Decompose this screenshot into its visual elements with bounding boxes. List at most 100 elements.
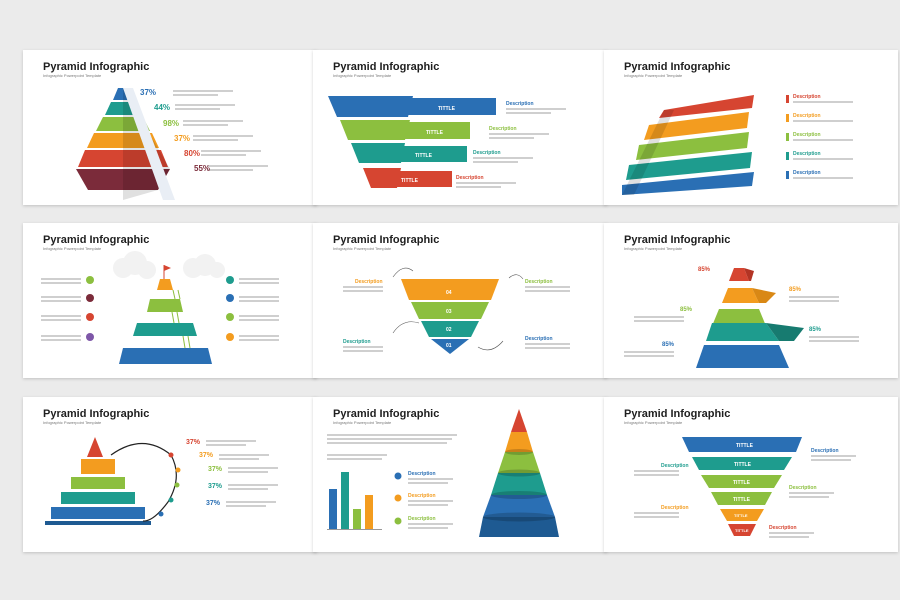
slide-3[interactable]: Pyramid Infographic Infographic Powerpoi… [604, 50, 898, 205]
slide-title: Pyramid Infographic [333, 408, 440, 420]
slide-7[interactable]: Pyramid Infographic Infographic Powerpoi… [23, 397, 317, 552]
slide-title: Pyramid Infographic [333, 61, 440, 73]
description-lines [173, 90, 268, 171]
slide-1[interactable]: Pyramid Infographic Infographic Powerpoi… [23, 50, 317, 205]
exp-tier-1 [729, 268, 749, 281]
slide-subtitle: Infographic Powerpoint Template [333, 73, 392, 78]
band-label: TITTLE [734, 513, 748, 518]
funnel-tier-1 [328, 96, 413, 117]
slide-subtitle: Infographic Powerpoint Template [624, 73, 683, 78]
slide-9[interactable]: Pyramid Infographic Infographic Powerpoi… [604, 397, 898, 552]
percent-label: 37% [208, 466, 223, 473]
description-markers [786, 95, 789, 179]
spiral-band-4 [711, 492, 772, 505]
layer-2 [81, 459, 115, 474]
slide-8[interactable]: Pyramid Infographic Infographic Powerpoi… [313, 397, 607, 552]
pyramid-tier-5 [78, 150, 168, 167]
layer-4 [61, 492, 135, 504]
description-icons [394, 472, 402, 525]
exploded-pyramid-diagram: 85% 85% 85% 85% 85% [624, 267, 859, 368]
band-label: TITTLE [733, 480, 751, 486]
slide-subtitle: Infographic Powerpoint Template [333, 420, 392, 425]
description-lines [408, 478, 453, 529]
inv-tier-4 [431, 339, 469, 354]
percent-label: 85% [809, 327, 822, 333]
percent-label: 85% [662, 342, 675, 348]
slide-5[interactable]: Pyramid Infographic Infographic Powerpoi… [313, 223, 607, 378]
layer-3 [71, 477, 125, 489]
percent-label: 85% [698, 267, 711, 273]
percent-label: 85% [789, 287, 802, 293]
pyramid-tier-6 [76, 169, 170, 190]
slide-subtitle: Infographic Powerpoint Template [624, 246, 683, 251]
percent-label: 37% [199, 452, 214, 459]
right-bullets [226, 276, 234, 341]
tier-number: 01 [446, 343, 452, 349]
description-lines [41, 278, 279, 341]
step-3 [133, 323, 197, 336]
slide-6[interactable]: Pyramid Infographic Infographic Powerpoi… [604, 223, 898, 378]
description-heading: Description [525, 279, 553, 285]
layer-5 [51, 507, 145, 519]
inv-tier-2 [411, 302, 489, 319]
spiral-band-6 [728, 524, 756, 536]
step-1 [157, 279, 173, 290]
description-heading: Description [793, 132, 821, 138]
description-heading: Description [473, 150, 501, 156]
slide-subtitle: Infographic Powerpoint Template [624, 420, 683, 425]
slide-title: Pyramid Infographic [43, 61, 150, 73]
inv-tier-1 [401, 279, 499, 300]
description-heading: Description [793, 151, 821, 157]
slide-title: Pyramid Infographic [43, 234, 150, 246]
exp-tier-3 [712, 309, 766, 326]
spiral-band-3 [701, 475, 782, 488]
layer-1 [87, 437, 103, 457]
description-lines [793, 101, 853, 179]
cone-band-4 [626, 152, 752, 180]
slide-title: Pyramid Infographic [43, 408, 150, 420]
spiral-band-5 [720, 509, 764, 521]
exp-tier-2 [722, 288, 759, 303]
description-heading: Description [456, 175, 484, 181]
band-label: TITTLE [736, 443, 754, 449]
percent-label: 37% [140, 88, 156, 97]
cone-tip [622, 110, 674, 195]
description-heading: Description [355, 279, 383, 285]
tier-label: TITTLE [438, 106, 456, 112]
slide-2[interactable]: Pyramid Infographic Infographic Powerpoi… [313, 50, 607, 205]
percent-label: 37% [186, 439, 201, 446]
tier-number: 02 [446, 327, 452, 333]
slide-title: Pyramid Infographic [333, 234, 440, 246]
description-heading: Description [661, 463, 689, 469]
funnel-bar-3 [401, 146, 467, 162]
paragraph-lines [327, 434, 457, 460]
funnel-bar-4 [397, 171, 452, 187]
cloud-shapes [113, 251, 225, 279]
description-lines [634, 455, 856, 538]
slide-subtitle: Infographic Powerpoint Template [43, 73, 102, 78]
slide-4[interactable]: Pyramid Infographic Infographic Powerpoi… [23, 223, 317, 378]
exp-tier-5 [696, 345, 789, 368]
funnel-tier-2 [340, 120, 410, 140]
description-heading: Description [506, 101, 534, 107]
band-label: TITTLE [735, 528, 749, 533]
percent-label: 85% [680, 307, 693, 313]
percent-label: 80% [184, 149, 200, 158]
cone-band-5 [622, 172, 754, 195]
funnel-bar-2 [405, 122, 470, 139]
ring-connector [110, 443, 177, 522]
band-label: TITTLE [733, 497, 751, 503]
tier-number: 03 [446, 309, 452, 315]
description-lines [343, 286, 570, 352]
description-lines [206, 440, 278, 507]
left-bullets [86, 276, 94, 341]
slide-title: Pyramid Infographic [624, 408, 731, 420]
cone [479, 409, 559, 537]
percent-label: 55% [194, 164, 210, 173]
bar-chart [327, 472, 382, 530]
funnel-tier-4 [363, 168, 401, 188]
flag-icon [164, 265, 171, 271]
bar-and-cone-diagram: Description Description Description [327, 409, 559, 537]
description-heading: Description [661, 505, 689, 511]
exp-tier-4 [706, 323, 779, 341]
